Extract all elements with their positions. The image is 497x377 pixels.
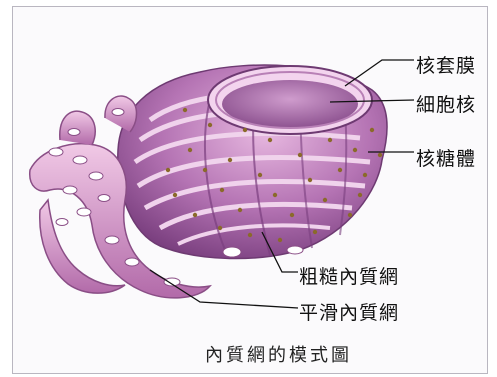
label-nuclear-envelope: 核套膜 (416, 51, 476, 78)
label-ribosome: 核糖體 (416, 144, 476, 171)
nucleus (208, 66, 372, 134)
label-rough-er: 粗糙內質網 (299, 262, 399, 289)
label-nucleus: 細胞核 (416, 90, 476, 117)
figure-caption: 內質網的模式圖 (205, 341, 352, 367)
label-smooth-er: 平滑內質網 (299, 298, 399, 325)
